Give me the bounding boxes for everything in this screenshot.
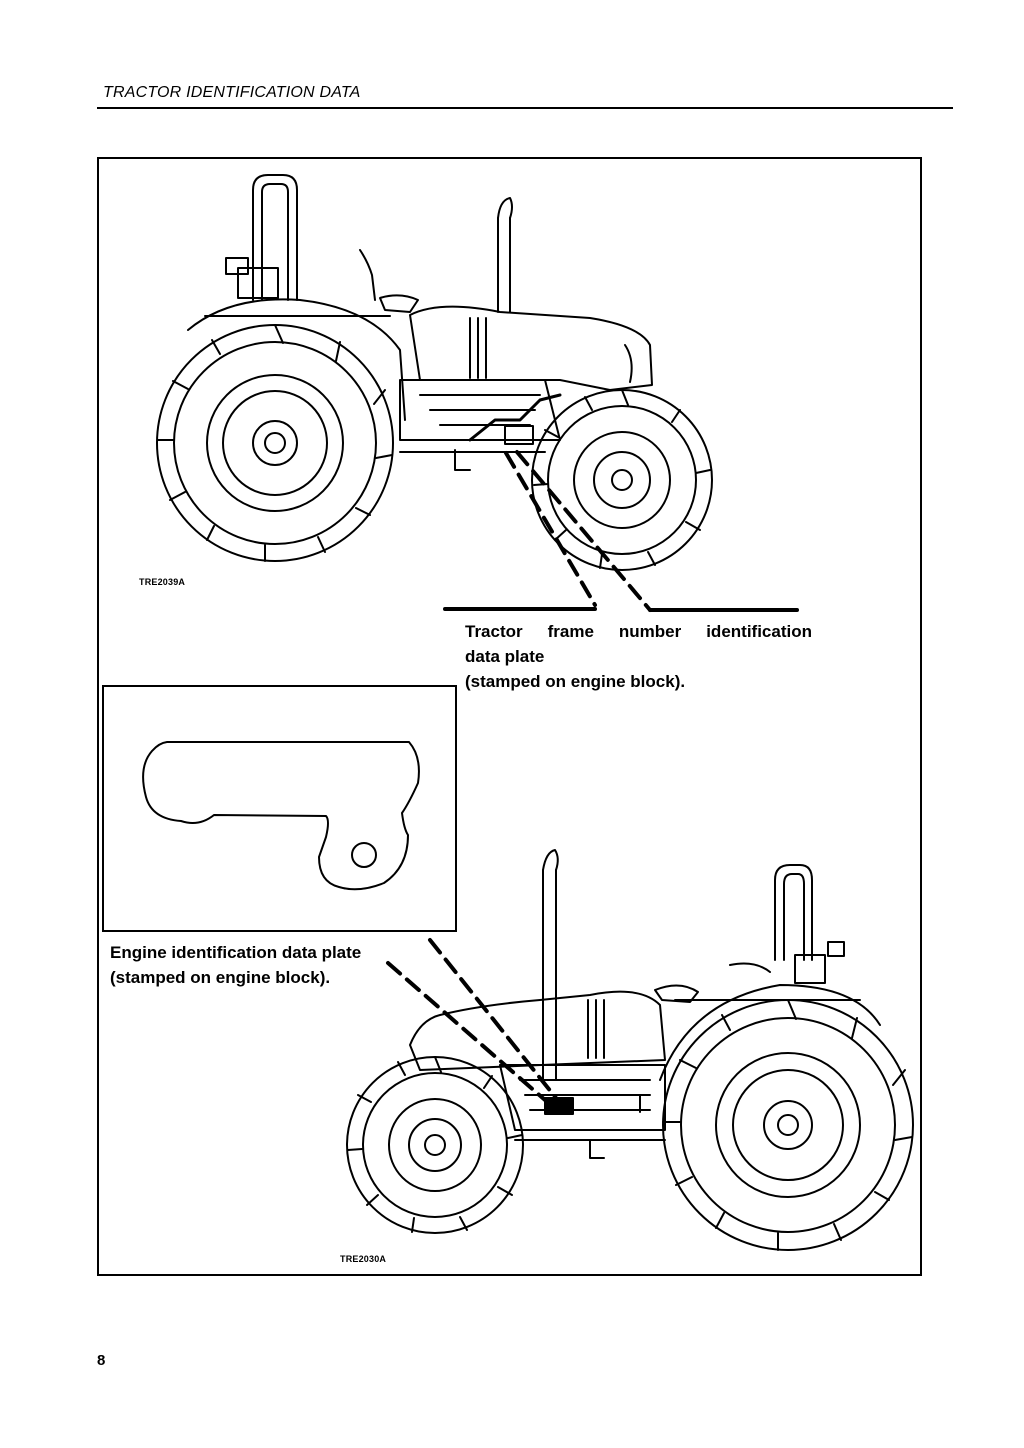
frame-callout-line-1: Tractor frame number identification	[465, 622, 812, 641]
illustration-frame	[97, 157, 922, 1276]
frame-callout-line-2: data plate	[465, 647, 545, 666]
figure-code-top: TRE2039A	[139, 577, 186, 587]
engine-callout-line-1: Engine identification data plate	[110, 943, 362, 962]
header-divider	[97, 107, 953, 109]
engine-plate-inset	[102, 685, 457, 932]
page-number: 8	[97, 1352, 106, 1369]
figure-code-bottom: TRE2030A	[340, 1254, 387, 1264]
frame-number-callout: Tractor frame number identification data…	[465, 619, 812, 694]
section-title: TRACTOR IDENTIFICATION DATA	[103, 84, 361, 101]
engine-plate-callout: Engine identification data plate (stampe…	[110, 940, 410, 990]
engine-callout-line-2: (stamped on engine block).	[110, 968, 331, 987]
engine-plate-outline	[142, 741, 420, 891]
frame-callout-line-3: (stamped on engine block).	[465, 672, 686, 691]
